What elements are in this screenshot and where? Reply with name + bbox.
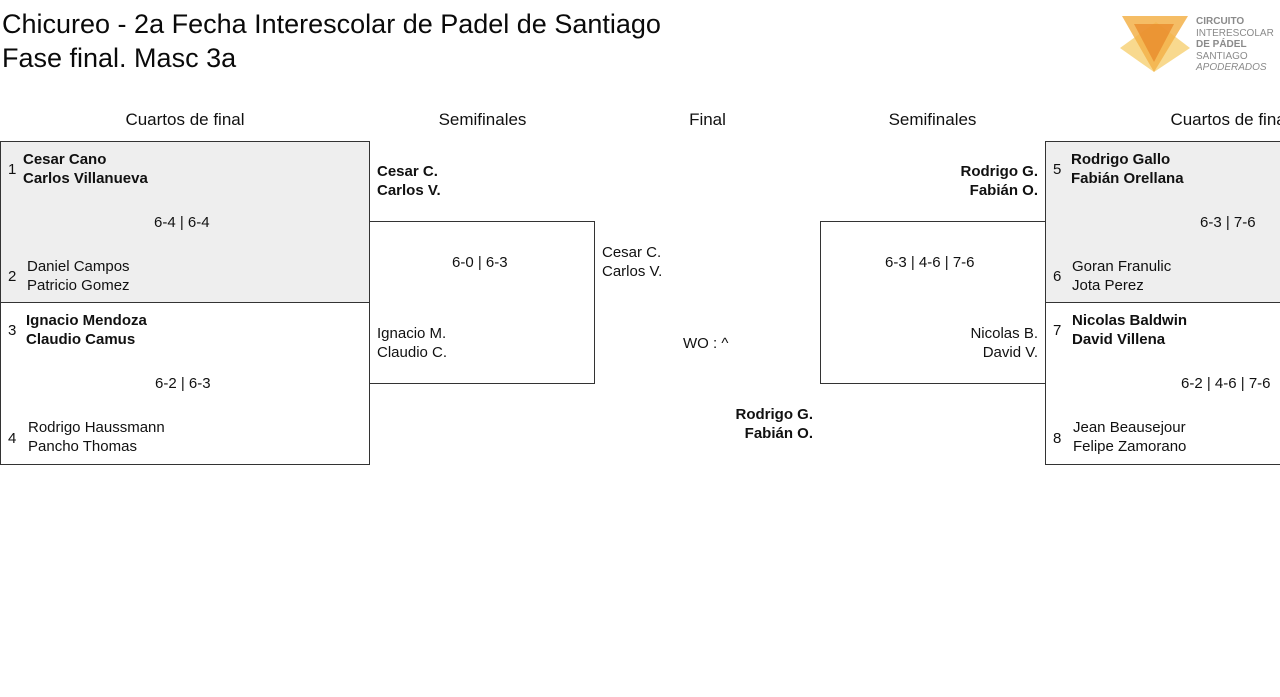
left-sf-match[interactable]: 6-0 | 6-3 Ignacio M. Claudio C. bbox=[369, 221, 595, 384]
player-name: Carlos Villanueva bbox=[23, 170, 148, 187]
round-header-right-quarterfinals: Cuartos de final bbox=[1170, 110, 1280, 129]
logo-line2: INTERESCOLAR bbox=[1196, 27, 1274, 39]
final-score[interactable]: WO : ^ bbox=[683, 335, 729, 352]
player-name: Carlos V. bbox=[377, 182, 441, 199]
player-name: David Villena bbox=[1072, 331, 1166, 348]
player-name: Rodrigo Haussmann bbox=[28, 419, 165, 436]
match-score: 6-0 | 6-3 bbox=[452, 254, 508, 271]
player-name: Rodrigo Gallo bbox=[1071, 151, 1171, 168]
seed-number: 3 bbox=[8, 322, 17, 339]
seed-number: 5 bbox=[1053, 161, 1062, 178]
seed-number: 2 bbox=[8, 268, 17, 285]
player-name: Fabián O. bbox=[744, 425, 813, 442]
loser-team: Goran Franulic Jota Perez bbox=[1072, 257, 1171, 295]
logo-line5: APODERADOS bbox=[1196, 62, 1267, 73]
round-header-final: Final bbox=[689, 110, 726, 129]
page-title-line2: Fase final. Masc 3a bbox=[2, 43, 237, 73]
player-name: Pancho Thomas bbox=[28, 438, 137, 455]
player-name: Nicolas Baldwin bbox=[1072, 312, 1188, 329]
logo-text: CIRCUITO INTERESCOLAR DE PÁDEL SANTIAGO … bbox=[1196, 16, 1274, 74]
winner-team: Ignacio Mendoza Claudio Camus bbox=[26, 311, 147, 349]
loser-team: Rodrigo Haussmann Pancho Thomas bbox=[28, 418, 165, 456]
player-name: Ignacio M. bbox=[377, 325, 447, 342]
match-score: 6-3 | 7-6 bbox=[1200, 214, 1256, 231]
page-title: Chicureo - 2a Fecha Interescolar de Pade… bbox=[2, 7, 661, 75]
match-score: 6-2 | 4-6 | 7-6 bbox=[1181, 375, 1271, 392]
player-name: Patricio Gomez bbox=[27, 277, 130, 294]
player-name: Carlos V. bbox=[602, 263, 663, 280]
player-name: Jean Beausejour bbox=[1073, 419, 1186, 436]
winner-team: Rodrigo Gallo Fabián Orellana bbox=[1071, 150, 1184, 188]
seed-number: 8 bbox=[1053, 430, 1062, 447]
player-name: Claudio Camus bbox=[26, 331, 136, 348]
player-name: David V. bbox=[982, 344, 1038, 361]
logo-triangles-icon bbox=[1120, 16, 1190, 72]
player-name: Cesar C. bbox=[602, 244, 662, 261]
right-sf-loser-team: Nicolas B. David V. bbox=[921, 324, 1038, 362]
player-name: Nicolas B. bbox=[970, 325, 1038, 342]
final-right-team: Rodrigo G. Fabián O. bbox=[700, 405, 814, 443]
seed-number: 7 bbox=[1053, 322, 1062, 339]
round-header-right-semifinals: Semifinales bbox=[888, 110, 977, 129]
loser-team: Daniel Campos Patricio Gomez bbox=[27, 257, 130, 295]
logo-line1: CIRCUITO bbox=[1196, 16, 1245, 27]
page-title-line1: Chicureo - 2a Fecha Interescolar de Pade… bbox=[2, 9, 661, 39]
player-name: Cesar Cano bbox=[23, 151, 107, 168]
match-score: 6-3 | 4-6 | 7-6 bbox=[885, 254, 975, 271]
player-name: Rodrigo G. bbox=[960, 163, 1039, 180]
right-sf-match[interactable]: 6-3 | 4-6 | 7-6 Nicolas B. David V. bbox=[820, 221, 1046, 384]
player-name: Rodrigo G. bbox=[735, 406, 814, 423]
left-sf-loser-team: Ignacio M. Claudio C. bbox=[377, 324, 447, 362]
seed-number: 6 bbox=[1053, 268, 1062, 285]
player-name: Fabián Orellana bbox=[1071, 170, 1184, 187]
circuit-logo: CIRCUITO INTERESCOLAR DE PÁDEL SANTIAGO … bbox=[1118, 14, 1280, 76]
loser-team: Jean Beausejour Felipe Zamorano bbox=[1073, 418, 1186, 456]
player-name: Jota Perez bbox=[1072, 277, 1144, 294]
seed-number: 4 bbox=[8, 430, 17, 447]
player-name: Cesar C. bbox=[377, 163, 438, 180]
right-sf-winner-team: Rodrigo G. Fabián O. bbox=[920, 162, 1039, 200]
right-qf-match-1[interactable]: 5 Rodrigo Gallo Fabián Orellana 6-3 | 7-… bbox=[1045, 141, 1280, 303]
round-header-left-semifinals: Semifinales bbox=[438, 110, 527, 129]
logo-line3: DE PÁDEL bbox=[1196, 39, 1247, 50]
round-header-left-quarterfinals: Cuartos de final bbox=[125, 110, 245, 129]
final-left-team: Cesar C. Carlos V. bbox=[602, 243, 662, 281]
right-qf-match-2[interactable]: 7 Nicolas Baldwin David Villena 6-2 | 4-… bbox=[1045, 302, 1280, 465]
player-name: Goran Franulic bbox=[1072, 258, 1172, 275]
player-name: Felipe Zamorano bbox=[1073, 438, 1187, 455]
left-qf-match-2[interactable]: 3 Ignacio Mendoza Claudio Camus 6-2 | 6-… bbox=[0, 302, 370, 465]
winner-team: Cesar Cano Carlos Villanueva bbox=[23, 150, 148, 188]
match-score: 6-2 | 6-3 bbox=[155, 375, 211, 392]
left-sf-winner-team: Cesar C. Carlos V. bbox=[377, 162, 441, 200]
left-qf-match-1[interactable]: 1 Cesar Cano Carlos Villanueva 6-4 | 6-4… bbox=[0, 141, 370, 303]
player-name: Claudio C. bbox=[377, 344, 448, 361]
player-name: Fabián O. bbox=[969, 182, 1038, 199]
player-name: Ignacio Mendoza bbox=[26, 312, 147, 329]
player-name: Daniel Campos bbox=[27, 258, 130, 275]
match-score: 6-4 | 6-4 bbox=[154, 214, 210, 231]
logo-line4: SANTIAGO bbox=[1196, 50, 1248, 62]
seed-number: 1 bbox=[8, 161, 17, 178]
winner-team: Nicolas Baldwin David Villena bbox=[1072, 311, 1187, 349]
